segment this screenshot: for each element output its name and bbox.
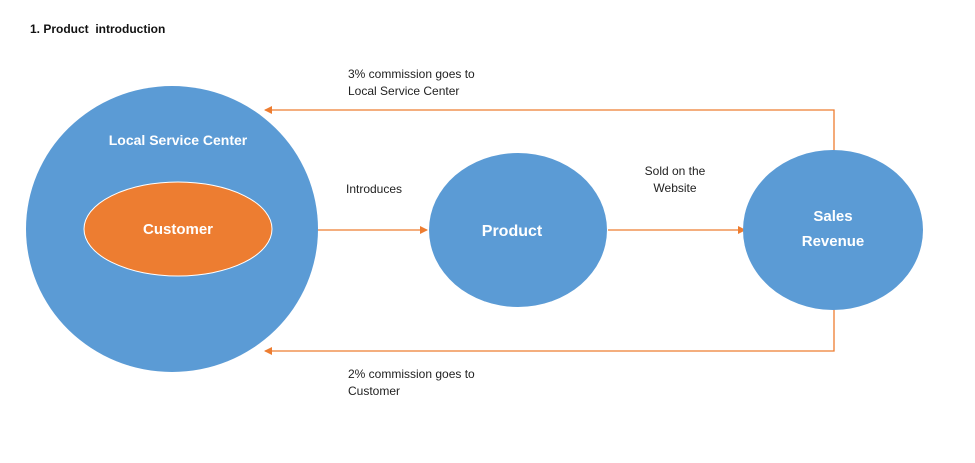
node-sales-revenue-label-line1: Sales [813,208,852,225]
edge-label-commission-top: 3% commission goes to Local Service Cent… [348,67,475,98]
node-customer [83,181,273,277]
edge-label-sold-on-website: Sold on the Website [644,164,706,195]
node-product-label: Product [482,223,543,240]
node-local-service-center-label: Local Service Center [109,132,248,148]
edge-label-introduces: Introduces [346,182,403,196]
node-customer-label: Customer [143,221,213,238]
node-sales-revenue-label-line2: Revenue [802,233,865,250]
edge-label-commission-bottom: 2% commission goes to Customer [348,367,475,398]
arrow-commission-to-customer [264,308,835,355]
node-sales-revenue [743,150,923,310]
node-product [429,153,607,307]
diagram-title: 1. Product introduction [30,22,166,36]
arrow-commission-to-local-service-center [264,106,835,158]
